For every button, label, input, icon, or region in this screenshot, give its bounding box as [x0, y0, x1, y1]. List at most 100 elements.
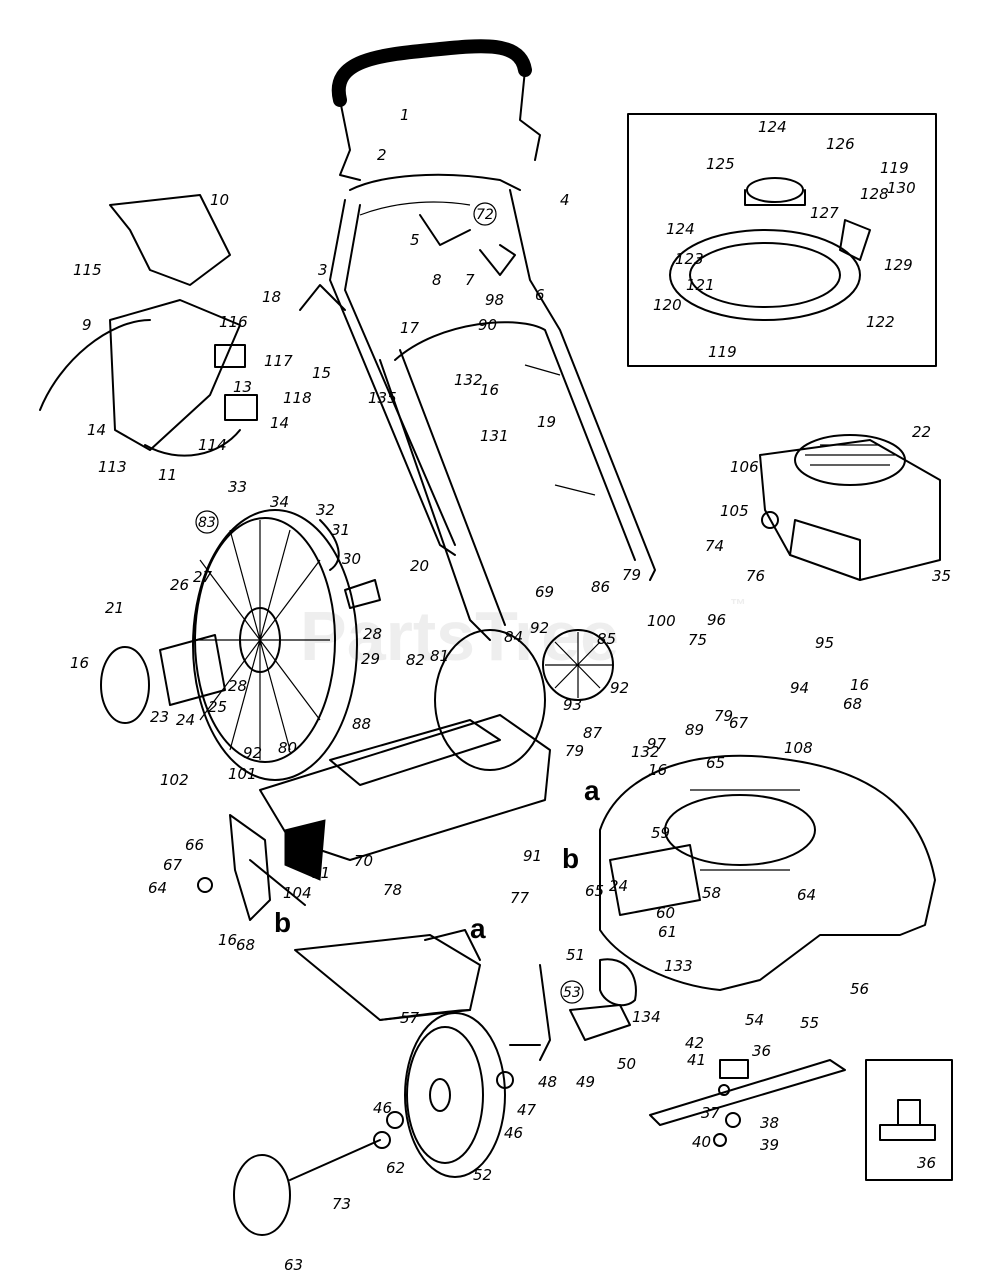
part-label-37: 37	[701, 1104, 721, 1122]
circled-ref-72: 72	[473, 202, 497, 226]
part-label-1: 1	[400, 106, 410, 124]
part-label-62: 62	[386, 1159, 405, 1177]
part-label-95: 95	[815, 634, 834, 652]
part-label-121: 121	[686, 276, 715, 294]
part-label-55: 55	[800, 1014, 819, 1032]
part-label-46: 46	[373, 1099, 392, 1117]
part-label-84: 84	[504, 628, 523, 646]
part-label-10: 10	[210, 191, 229, 209]
part-label-100: 100	[647, 612, 676, 630]
part-label-92-3: 92	[610, 679, 629, 697]
part-label-89: 89	[685, 721, 704, 739]
part-label-125: 125	[706, 155, 735, 173]
part-label-41: 41	[687, 1051, 706, 1069]
part-label-61: 61	[658, 923, 677, 941]
part-label-70: 70	[354, 852, 373, 870]
part-label-8: 8	[432, 271, 442, 289]
part-label-81: 81	[430, 647, 449, 665]
part-label-124-2: 124	[666, 220, 695, 238]
section-letter-a-deck: a	[584, 775, 600, 806]
part-label-131: 131	[480, 427, 509, 445]
part-label-16-4: 16	[218, 931, 237, 949]
part-label-80: 80	[278, 739, 297, 757]
part-label-34: 34	[270, 493, 289, 511]
section-letter-b-deck: b	[562, 843, 579, 874]
part-label-19: 19	[537, 413, 556, 431]
watermark-tm: ™	[730, 597, 746, 614]
part-label-47: 47	[517, 1101, 537, 1119]
section-letter-a-bag: a	[470, 913, 486, 944]
svg-text:72: 72	[476, 207, 494, 223]
part-label-11: 11	[158, 466, 177, 484]
part-label-33: 33	[228, 478, 247, 496]
part-label-46-2: 46	[504, 1124, 523, 1142]
part-label-27: 27	[193, 568, 213, 586]
part-label-59: 59	[651, 824, 670, 842]
part-label-67: 67	[163, 856, 183, 874]
part-label-133: 133	[664, 957, 693, 975]
part-label-76: 76	[746, 567, 765, 585]
part-label-108: 108	[784, 739, 813, 757]
part-label-91: 91	[523, 847, 542, 865]
part-label-9: 9	[82, 316, 92, 334]
part-label-21: 21	[105, 599, 124, 617]
part-label-32: 32	[316, 501, 335, 519]
handle-assembly	[299, 39, 656, 641]
part-label-14: 14	[87, 421, 106, 439]
part-label-64-2: 64	[797, 886, 816, 904]
part-label-3: 3	[318, 261, 328, 279]
part-label-68-2: 68	[843, 695, 862, 713]
part-label-94: 94	[790, 679, 809, 697]
part-label-60: 60	[656, 904, 675, 922]
part-label-102: 102	[160, 771, 189, 789]
mower-deck	[599, 754, 936, 991]
part-label-106: 106	[730, 458, 759, 476]
part-label-128: 128	[860, 185, 889, 203]
circled-ref-83: 83	[195, 510, 219, 534]
part-label-126: 126	[826, 135, 855, 153]
part-label-35: 35	[932, 567, 951, 585]
part-label-115: 115	[73, 261, 102, 279]
part-label-119: 119	[880, 159, 909, 177]
part-label-36-2: 36	[917, 1154, 936, 1172]
part-label-17: 17	[400, 319, 420, 337]
svg-text:83: 83	[198, 515, 216, 531]
part-label-29: 29	[361, 650, 380, 668]
part-label-67-2: 67	[729, 714, 749, 732]
part-label-25: 25	[208, 698, 227, 716]
watermark: PartsTree	[300, 597, 619, 675]
grass-catcher-frame	[39, 194, 258, 457]
part-label-20: 20	[410, 557, 429, 575]
part-label-120: 120	[653, 296, 682, 314]
part-label-49: 49	[576, 1073, 595, 1091]
part-label-117: 117	[264, 352, 293, 370]
part-label-71: 71	[311, 864, 330, 882]
part-label-127: 127	[810, 204, 839, 222]
part-label-77: 77	[510, 889, 530, 907]
part-label-52: 52	[473, 1166, 492, 1184]
part-label-69: 69	[535, 583, 554, 601]
part-label-73: 73	[332, 1195, 351, 1213]
inset-blade-adapter	[865, 1059, 953, 1181]
part-label-105: 105	[720, 502, 749, 520]
part-label-28: 28	[228, 677, 247, 695]
part-label-6: 6	[535, 286, 545, 304]
part-label-123: 123	[675, 250, 704, 268]
part-label-130: 130	[887, 179, 916, 197]
part-label-16: 16	[70, 654, 89, 672]
part-label-129: 129	[884, 256, 913, 274]
part-label-87: 87	[583, 724, 603, 742]
part-label-66: 66	[185, 836, 204, 854]
part-label-93: 93	[563, 696, 582, 714]
part-label-23: 23	[150, 708, 169, 726]
part-label-104: 104	[283, 884, 312, 902]
part-label-92: 92	[243, 744, 262, 762]
part-label-51: 51	[566, 946, 585, 964]
part-label-63: 63	[284, 1256, 303, 1274]
part-label-79-2: 79	[714, 707, 733, 725]
part-label-4: 4	[560, 191, 570, 209]
section-letter-b-rear: b	[274, 907, 291, 938]
inset-self-propelled-drive	[627, 113, 937, 367]
part-label-5: 5	[410, 231, 420, 249]
